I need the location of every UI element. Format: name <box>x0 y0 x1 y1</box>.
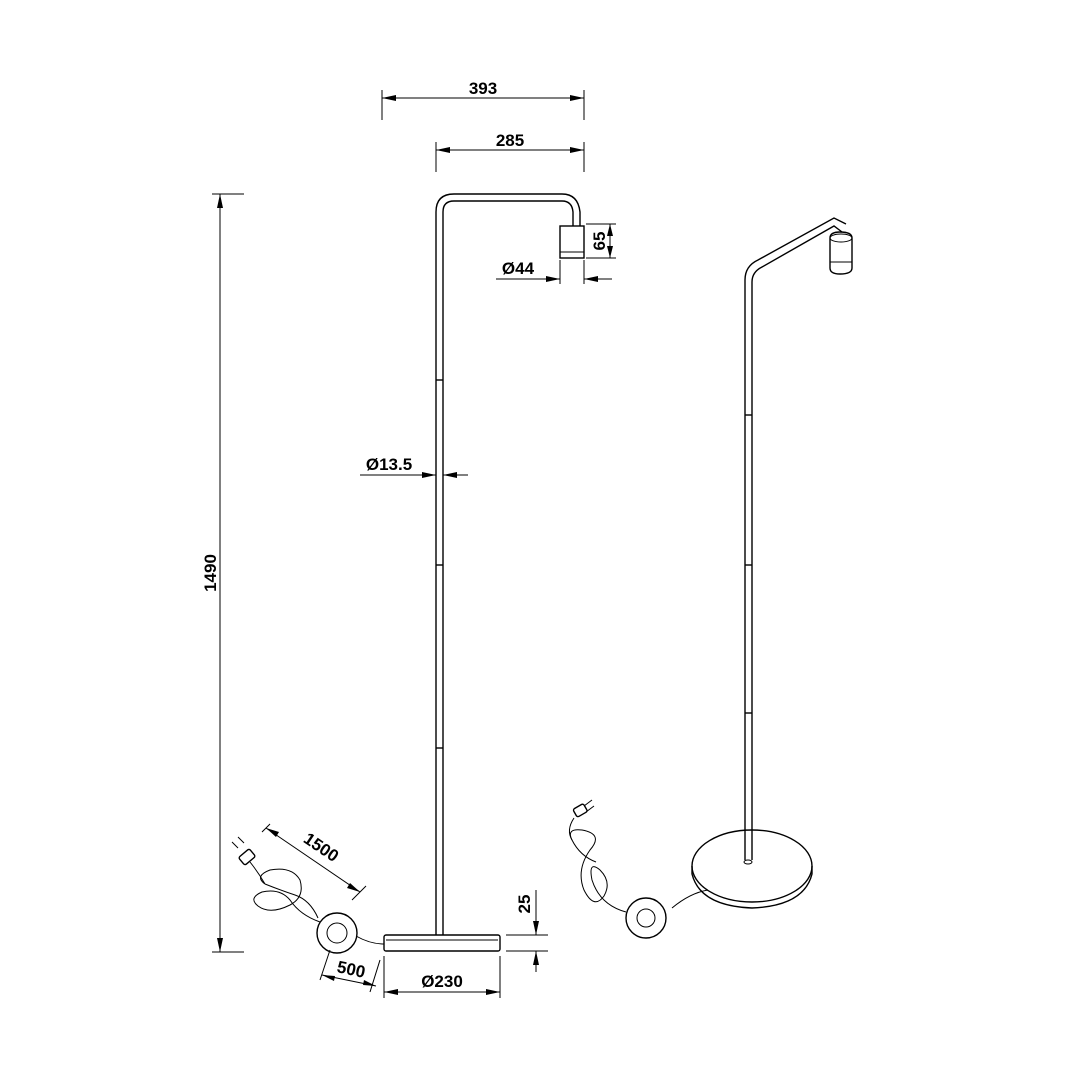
dimension-lines <box>212 90 616 998</box>
dim-arm-reach: 285 <box>496 131 524 150</box>
lamp-tube-outline-inner <box>442 200 574 935</box>
lamp-tube-outline-outer <box>435 193 581 935</box>
base-disc-side <box>691 866 813 909</box>
foot-switch-outer <box>316 912 358 954</box>
perspective-switch-outer <box>625 897 667 939</box>
dim-base-diameter: Ø230 <box>421 972 463 991</box>
perspective-view <box>568 217 853 939</box>
foot-switch-inner <box>326 922 348 944</box>
perspective-cable <box>671 889 709 909</box>
perspective-cable-to-plug <box>568 817 575 841</box>
dim-total-height: 1490 <box>201 554 220 592</box>
front-elevation <box>231 193 585 954</box>
dim-cable-length: 1500 <box>300 829 342 866</box>
pole-outline-left <box>744 217 847 860</box>
dimension-labels: 393 285 65 Ø44 Ø13.5 1490 1500 500 25 Ø2… <box>201 79 609 991</box>
dim-base-height: 25 <box>515 895 534 914</box>
perspective-switch-inner <box>636 908 656 928</box>
lamp-socket <box>559 225 585 259</box>
perspective-socket <box>829 231 853 275</box>
cable-to-plug <box>249 861 266 885</box>
perspective-cable-coil <box>569 829 627 913</box>
cable <box>355 935 385 945</box>
dim-tube-diameter: Ø13.5 <box>366 455 412 474</box>
dim-socket-height: 65 <box>590 232 609 251</box>
plug-icon <box>572 799 595 818</box>
cable-coil <box>264 883 319 919</box>
dim-overall-width: 393 <box>469 79 497 98</box>
pole-outline-right <box>751 225 843 860</box>
lamp-base <box>383 934 501 952</box>
dim-socket-diameter: Ø44 <box>502 259 535 278</box>
cable-coil <box>253 868 321 923</box>
plug-icon <box>231 836 256 866</box>
